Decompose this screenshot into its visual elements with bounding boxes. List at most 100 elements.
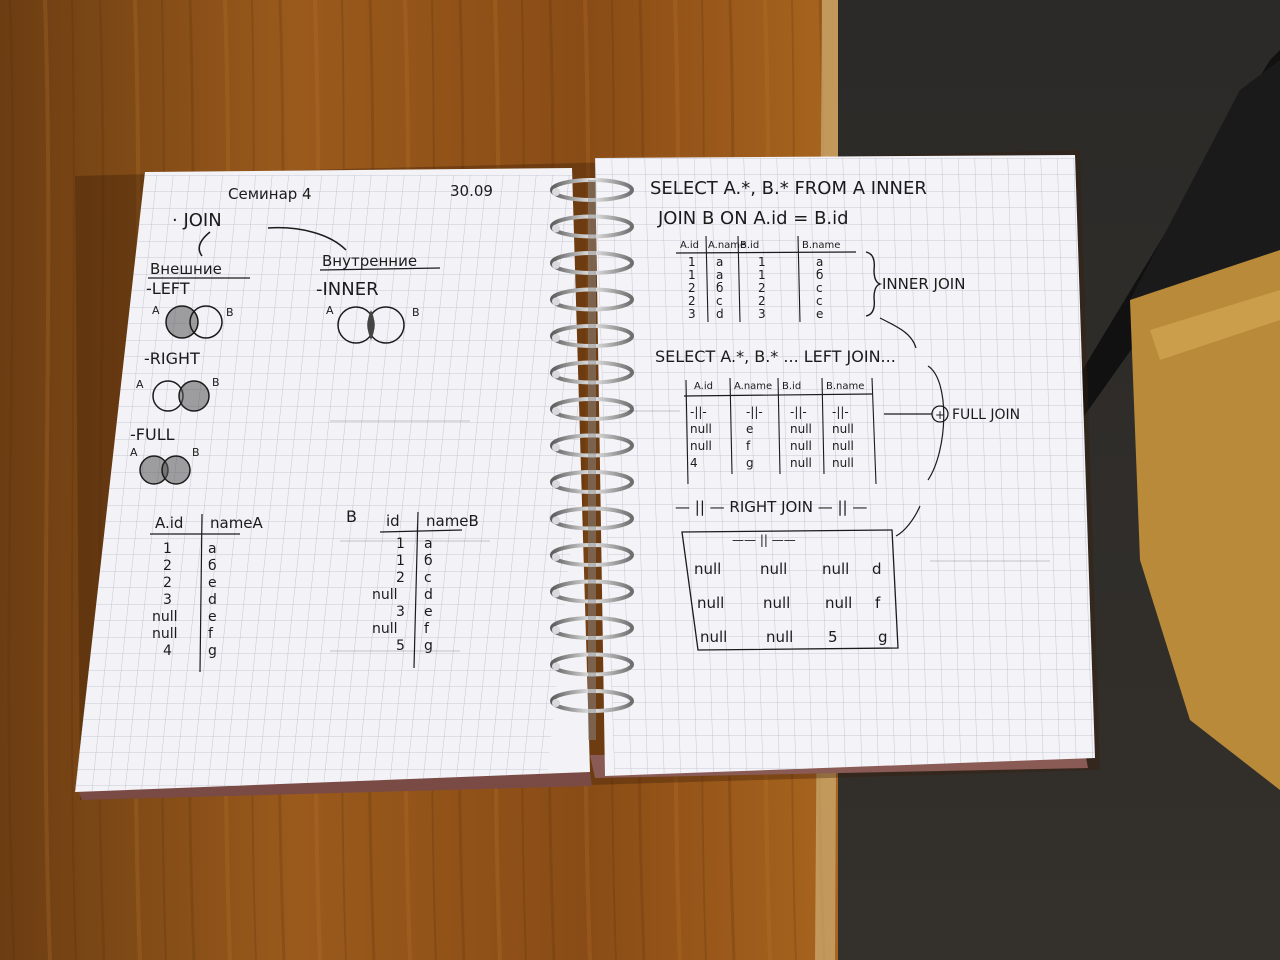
left-table-cell: null (690, 422, 712, 436)
table-b-cell: 2 (396, 570, 405, 586)
inner-table-cell: 1 (758, 268, 766, 282)
left-table-cell: null (832, 422, 854, 436)
inner-table-cell: a (716, 268, 723, 282)
left-table-cell: null (790, 456, 812, 470)
left-table-cell: null (832, 439, 854, 453)
inner-table-cell: e (816, 307, 823, 321)
right-table-cell: null (700, 628, 727, 646)
inner-join-label: INNER JOIN (882, 275, 965, 293)
plus-circle (931, 405, 949, 423)
inner-table-cell: a (816, 255, 823, 269)
inner-table-cell: 2 (688, 281, 696, 295)
arrow-to-inner (267, 226, 347, 251)
query-1-line-2: JOIN B ON A.id = B.id (657, 208, 849, 229)
left-table-cell: 4 (690, 456, 698, 470)
inner-table-cell: 1 (758, 255, 766, 269)
inner-table-cell: 3 (758, 307, 766, 321)
punch-hole (552, 553, 560, 561)
table-a-cell: null (152, 626, 178, 642)
query-1-line-1: SELECT A.*, B.* FROM A INNER (650, 178, 927, 199)
table-b-cell: 3 (396, 604, 405, 620)
venn-full-join: A B (130, 446, 200, 485)
spiral-binding (550, 178, 634, 740)
table-b-cell: 1 (396, 553, 405, 569)
table-b-cell: б (424, 553, 433, 569)
table-b-cell: e (424, 604, 433, 620)
table-a-cell: e (208, 575, 217, 591)
right-table-cell: null (822, 560, 849, 578)
punch-hole (552, 297, 560, 306)
arrow-to-outer (198, 231, 211, 257)
right-table-cell: null (697, 594, 724, 612)
left-table-header: A.id (694, 381, 713, 392)
right-table-cell: null (694, 560, 721, 578)
punch-hole (552, 370, 560, 379)
inner-table-cell: 1 (688, 255, 696, 269)
right-table-cell: 5 (828, 628, 838, 646)
punch-hole (552, 480, 560, 488)
left-table-cell: -||- (790, 405, 807, 419)
full-join-label: FULL JOIN (952, 407, 1020, 423)
table-a-cell: 2 (163, 575, 172, 591)
inner-table-cell: c (816, 281, 823, 295)
full-label: -FULL (130, 425, 175, 444)
table-b-cell: c (424, 570, 432, 586)
table-a-cell: null (152, 609, 178, 625)
punch-hole (552, 626, 560, 634)
inner-table-cell: 3 (688, 307, 696, 321)
svg-text:A: A (326, 304, 334, 317)
right-table-cell: g (878, 628, 888, 646)
join-label: · JOIN (172, 210, 222, 231)
table-a-cell: g (208, 643, 217, 659)
inner-table-cell: 2 (688, 294, 696, 308)
left-table-cell: null (790, 439, 812, 453)
table-b-header: id (386, 512, 400, 530)
inner-table-header: A.name (708, 240, 746, 251)
inner-table-cell: d (716, 307, 724, 321)
inner-heading: Внутренние (322, 252, 417, 270)
right-table-cell: null (825, 594, 852, 612)
svg-text:B: B (212, 376, 220, 389)
inner-table-cell: a (716, 255, 723, 269)
right-join-label: — || — RIGHT JOIN — || — (675, 498, 867, 516)
header-date: 30.09 (450, 182, 493, 200)
punch-hole (552, 224, 560, 233)
table-a-cell: a (208, 541, 217, 557)
query-2: SELECT A.*, B.* ... LEFT JOIN... (655, 347, 896, 366)
inner-table-cell: 2 (758, 294, 766, 308)
venn-inner-join: A B (326, 304, 420, 344)
inner-table-cell: c (816, 294, 823, 308)
right-page-notes: SELECT A.*, B.* FROM A INNER JOIN B ON A… (650, 178, 1020, 651)
punch-hole (552, 699, 560, 707)
chair-seat (1130, 250, 1280, 790)
left-page (75, 168, 590, 792)
table-a-cell: 1 (163, 541, 172, 557)
punch-hole (552, 261, 560, 269)
left-table-cell: g (746, 456, 754, 470)
table-b-cell: a (424, 536, 433, 552)
inner-table-cell: c (716, 294, 723, 308)
inner-join-brace (865, 251, 883, 317)
right-table-cell: null (766, 628, 793, 646)
left-table-cell: null (790, 422, 812, 436)
left-table-cell: -||- (746, 405, 763, 419)
right-label: -RIGHT (144, 349, 200, 368)
punch-hole (552, 407, 560, 415)
table-b-cell: null (372, 587, 398, 603)
bleed-through (330, 410, 1050, 652)
inner-table-header: A.id (680, 240, 699, 251)
table-a-header: nameA (210, 514, 264, 532)
right-table-cell: null (763, 594, 790, 612)
outer-label: Внешние (150, 260, 222, 278)
table-a-cell: 3 (163, 592, 172, 608)
inner-label: -INNER (316, 279, 379, 300)
left-label: -LEFT (146, 279, 190, 298)
left-table-cell: -||- (832, 405, 849, 419)
table-a-header: A.id (155, 514, 183, 532)
inner-table-header: B.name (802, 240, 840, 251)
inner-table-cell: 1 (688, 268, 696, 282)
svg-text:B: B (226, 306, 234, 319)
punch-hole (552, 188, 560, 196)
